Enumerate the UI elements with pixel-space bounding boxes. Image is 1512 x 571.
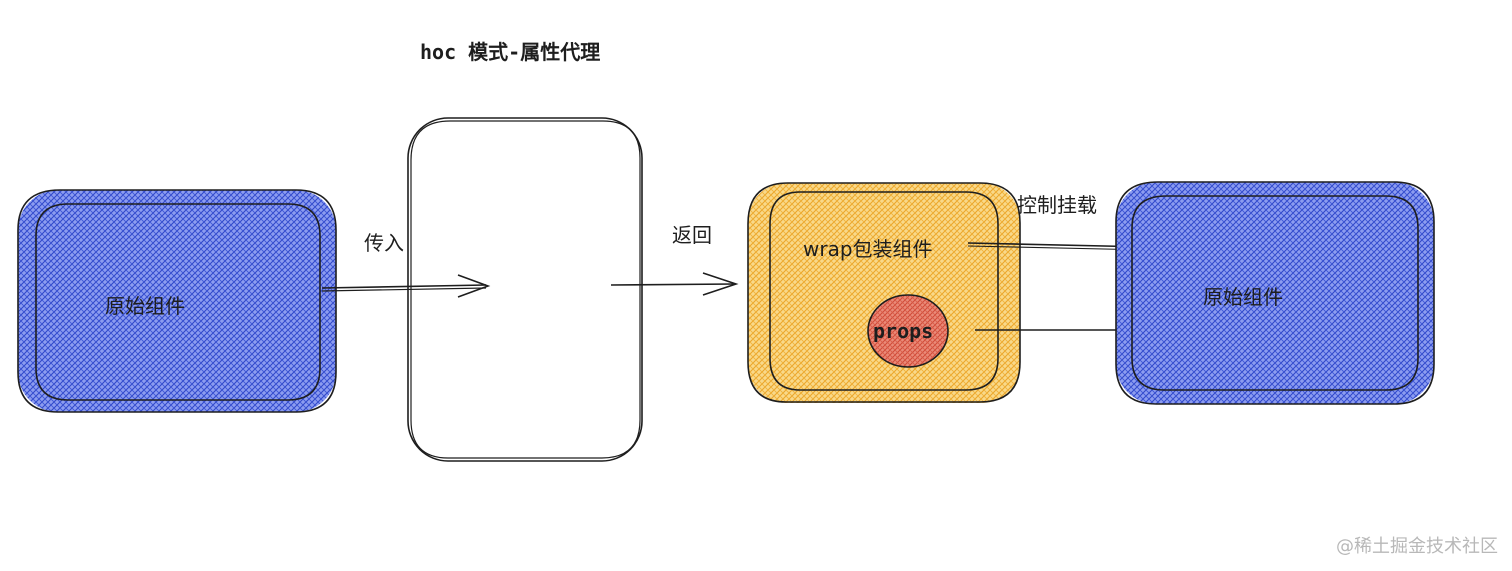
original-component-right: 原始组件 [1115,181,1435,405]
original-right-outline-outer [1115,181,1435,405]
return-label: 返回 [672,223,712,247]
props-outline [867,294,949,368]
hoc-box-outline-second [410,120,641,459]
diagram-title: hoc 模式-属性代理 [420,40,600,64]
wrap-fill [748,183,1020,403]
props-fill [868,295,948,367]
wrap-outline-outer [747,182,1021,403]
hoc-box [407,117,643,462]
props-node: props [867,294,949,368]
props-label: props [873,319,933,343]
original-component-left: 原始组件 [17,189,337,413]
original-left-fill [18,190,336,412]
original-left-label: 原始组件 [105,294,185,318]
watermark-text: @稀土掘金技术社区 [1336,536,1498,557]
original-left-outline-inner [35,203,321,401]
arrow-pass-in: 传入 [321,231,491,298]
control-mount-label: 控制挂载 [1017,193,1097,217]
wrap-component: wrap包装组件 [747,182,1021,403]
original-right-outline-inner [1131,195,1419,391]
original-left-outline-outer [17,189,337,413]
hoc-box-outline [407,117,643,462]
arrow-return: 返回 [610,223,739,296]
wrap-label: wrap包装组件 [803,237,933,261]
original-right-label: 原始组件 [1203,285,1283,309]
wrap-outline-inner [769,191,999,391]
original-right-fill [1116,182,1434,404]
pass-in-label: 传入 [364,231,404,255]
